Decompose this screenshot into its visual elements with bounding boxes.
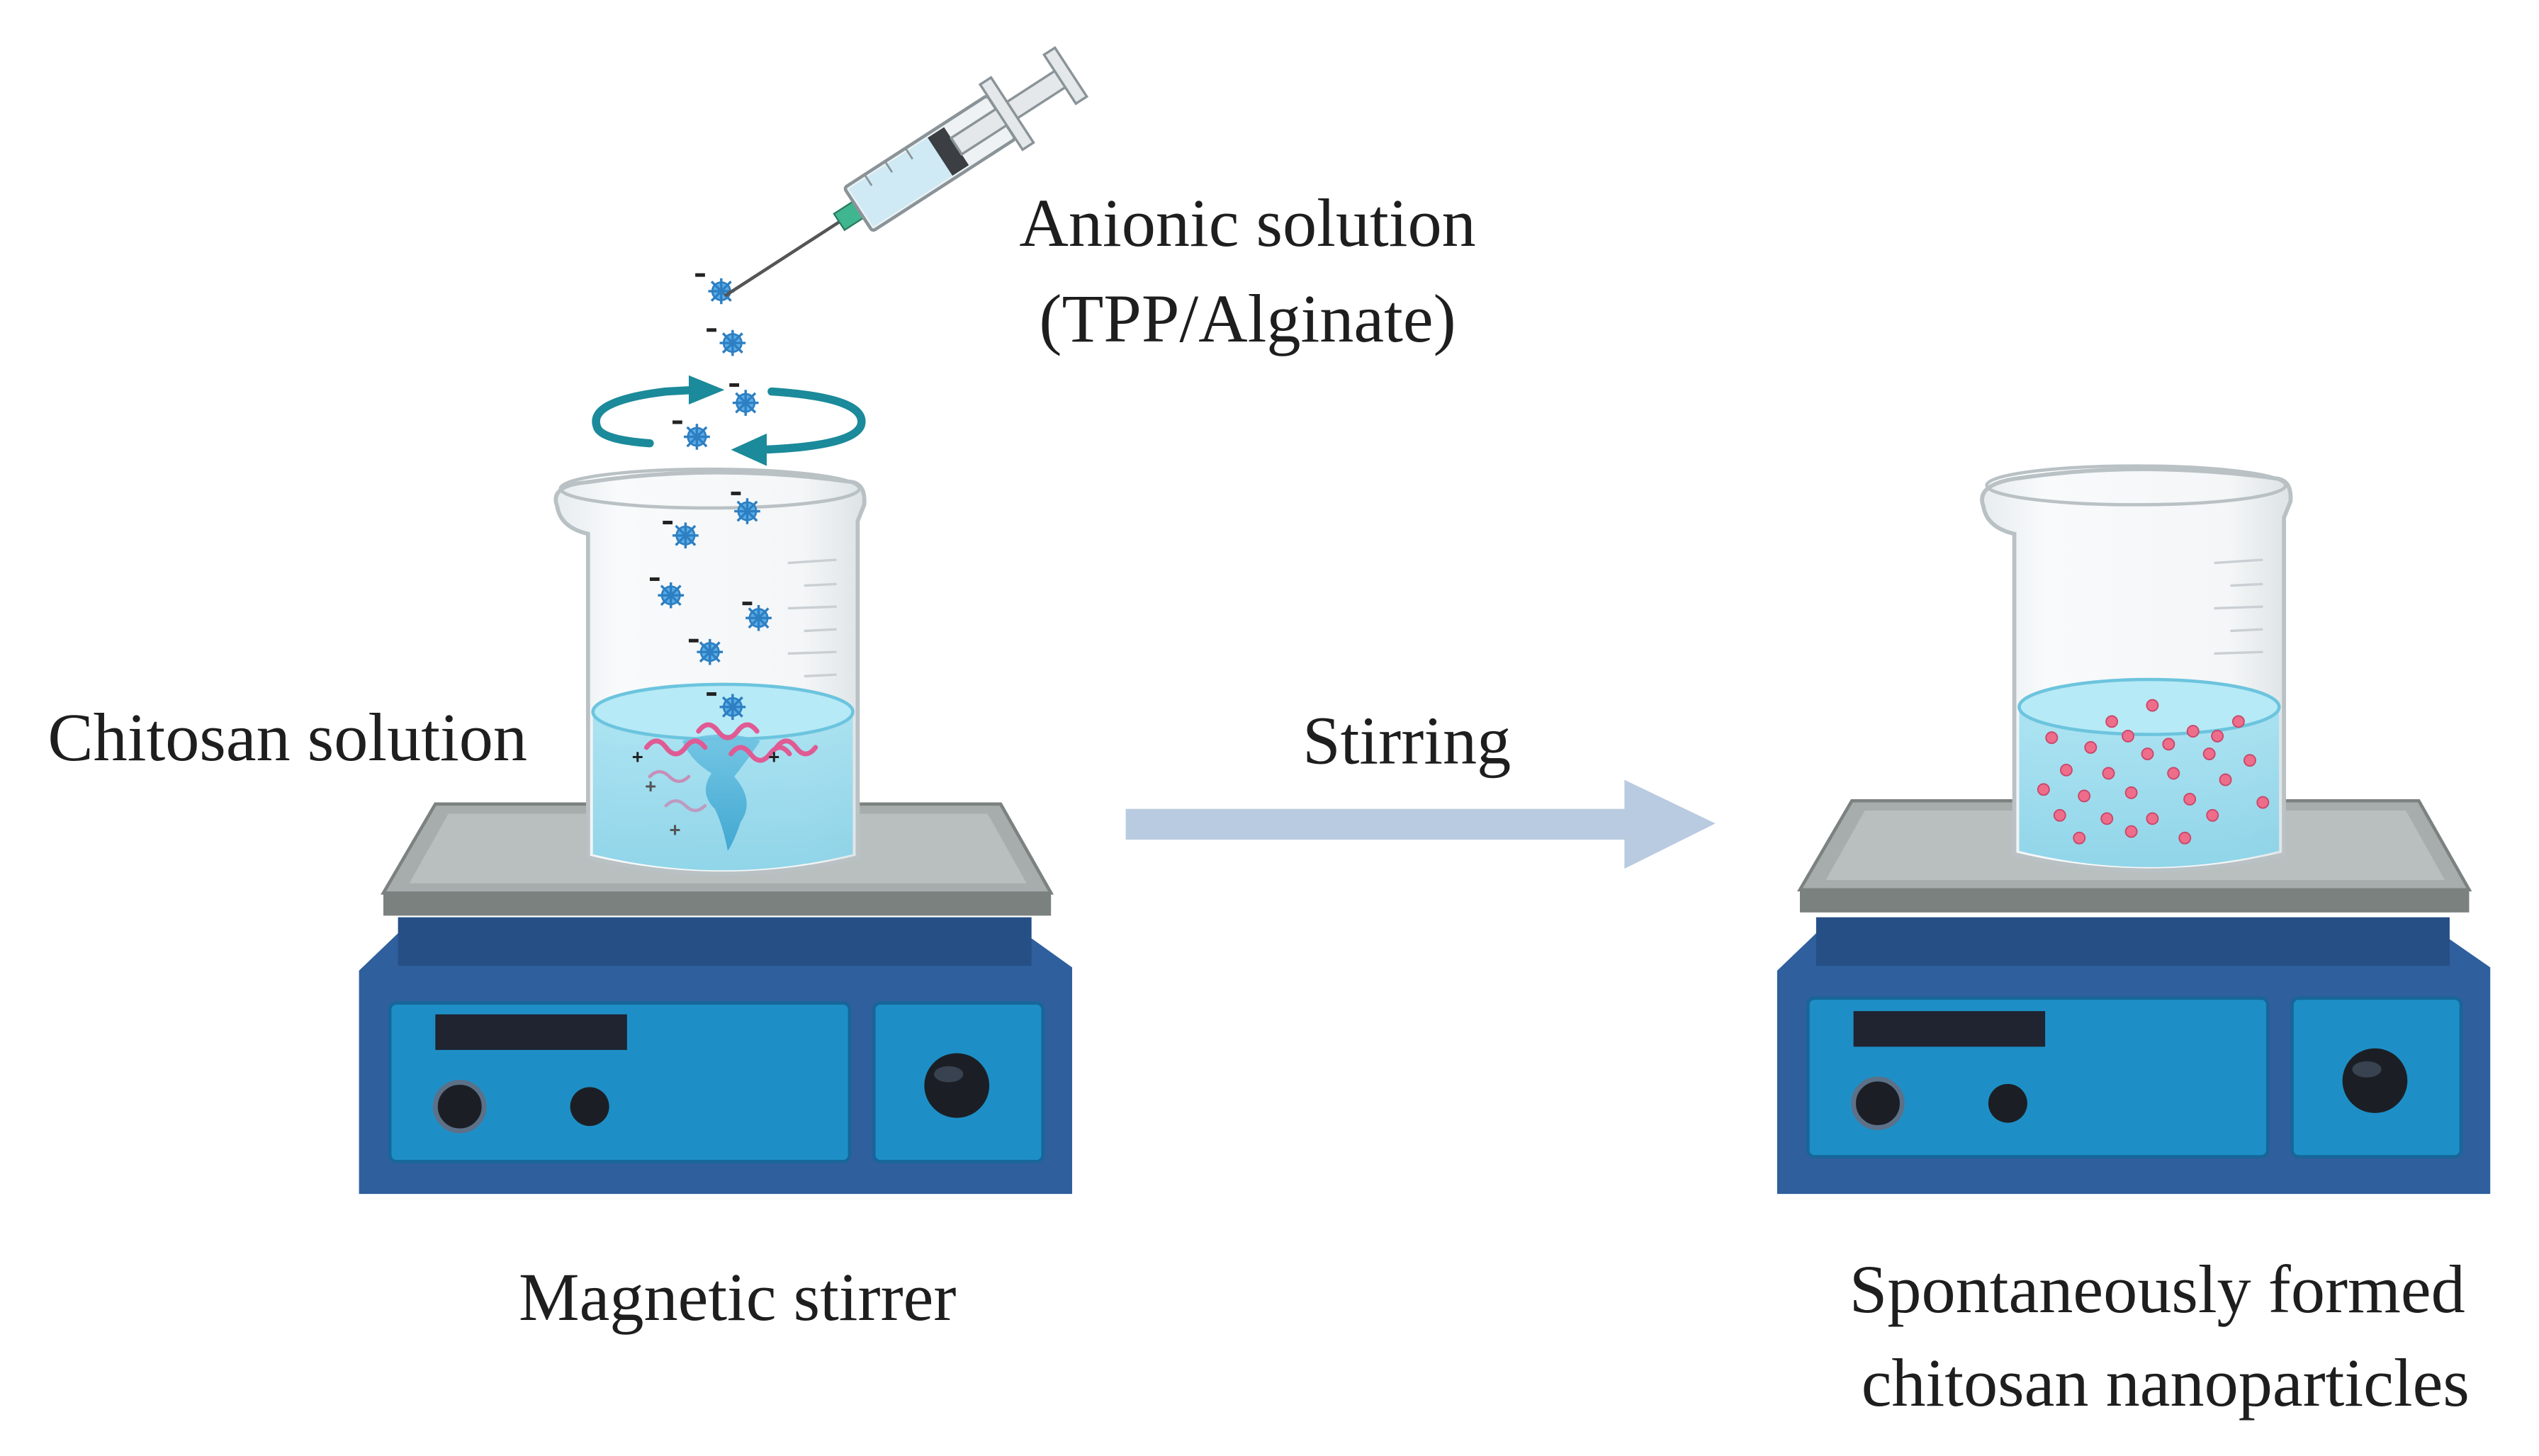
label-magnetic-stirrer: Magnetic stirrer: [519, 1259, 956, 1335]
chitosan-chains: [643, 722, 818, 813]
right-arrow-icon: [1125, 779, 1716, 869]
stirrer-dial-left: [432, 1080, 487, 1134]
magnetic-stirrer-right: [1777, 798, 2491, 1195]
syringe-plunger-seal: [928, 127, 969, 176]
stirrer-button: [570, 1087, 609, 1127]
diagram-labels: Anionic solution (TPP/Alginate) Chitosan…: [47, 185, 2469, 1421]
label-result-line2: chitosan nanoparticles: [1862, 1345, 2470, 1421]
label-anionic-line2: (TPP/Alginate): [1039, 281, 1456, 356]
svg-text:+: +: [768, 746, 779, 768]
stirrer-top-band: [398, 917, 1032, 966]
syringe-thumb-rest: [1042, 45, 1089, 106]
label-result-line1: Spontaneously formed: [1850, 1251, 2465, 1327]
vortex: [682, 734, 760, 852]
beaker-left-graduation-marks: [787, 558, 837, 678]
svg-text:+: +: [632, 746, 643, 768]
svg-text:+: +: [669, 819, 680, 841]
rotation-arrowhead-right: [688, 375, 725, 405]
syringe-liquid: [848, 135, 955, 227]
syringe-flange: [978, 75, 1035, 152]
anion-spikes: [658, 278, 772, 721]
beaker-left-liquid-surface: [591, 682, 855, 741]
syringe-icon: [724, 45, 1089, 298]
svg-text:+: +: [645, 775, 656, 797]
label-anionic-line1: Anionic solution: [1019, 185, 1475, 261]
stirrer-knob-highlight: [934, 1066, 964, 1083]
chitosan-nanoparticles: [2037, 699, 2270, 845]
label-chitosan-solution: Chitosan solution: [47, 699, 527, 775]
rotation-arrows-icon: [592, 375, 866, 466]
positive-charges: + + + +: [632, 746, 780, 841]
beaker-right: [1980, 464, 2293, 873]
negative-charges: [649, 273, 753, 696]
syringe-needle: [724, 217, 846, 298]
stirrer-speed-knob: [924, 1053, 990, 1118]
stirrer-display: [435, 1014, 627, 1050]
rotation-arrowhead-left: [731, 433, 767, 466]
label-stirring: Stirring: [1302, 703, 1511, 779]
beaker-left: + + + +: [553, 467, 867, 876]
